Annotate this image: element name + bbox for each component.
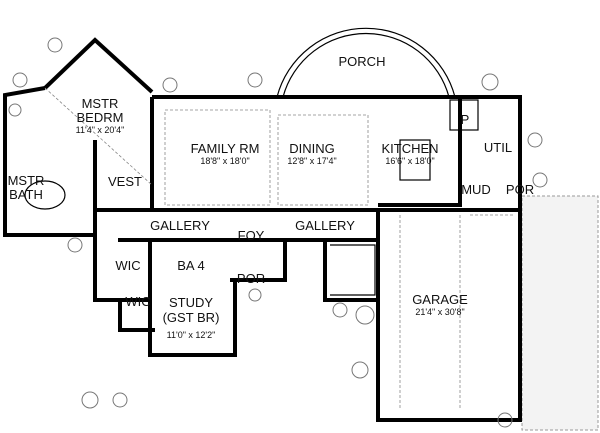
room-label-master-bath-2: BATH xyxy=(9,187,43,202)
room-label-master-bath: MSTR xyxy=(8,173,45,188)
room-label-front-porch: POR xyxy=(237,271,265,286)
room-label-rear-porch: POR xyxy=(506,182,534,197)
porch-arc xyxy=(276,27,456,98)
room-label-study-2: (GST BR) xyxy=(163,310,220,325)
room-label-kitchen: KITCHEN xyxy=(381,141,438,156)
room-label-master-bedroom: MSTR xyxy=(82,96,119,111)
room-size-dining: 12'8" x 17'4" xyxy=(287,156,336,166)
interior-details xyxy=(24,87,515,410)
room-label-family-room: FAMILY RM xyxy=(191,141,260,156)
room-label-vestibule: VEST xyxy=(108,174,142,189)
room-label-mud: MUD xyxy=(461,182,491,197)
room-label-garage: GARAGE xyxy=(412,292,468,307)
room-size-study: 11'0" x 12'2" xyxy=(167,330,216,340)
room-label-master-bedroom-2: BEDRM xyxy=(77,110,124,125)
room-label-gallery-left: GALLERY xyxy=(150,218,210,233)
landscape-shrubs xyxy=(8,37,548,428)
room-label-dining: DINING xyxy=(289,141,335,156)
room-label-porch: PORCH xyxy=(339,54,386,69)
room-label-study: STUDY xyxy=(169,295,213,310)
room-label-wic-1: WIC xyxy=(115,258,140,273)
room-label-utility: UTIL xyxy=(484,140,512,155)
room-size-master-bedroom: 11'4" x 20'4" xyxy=(76,125,125,135)
room-label-pantry: P xyxy=(461,112,470,127)
room-label-gallery-right: GALLERY xyxy=(295,218,355,233)
room-label-foyer: FOY xyxy=(238,228,265,243)
patio-area xyxy=(521,195,599,431)
room-size-family-room: 18'8" x 18'0" xyxy=(200,156,249,166)
walls xyxy=(3,37,522,422)
room-label-wic-2: WIC xyxy=(125,294,150,309)
room-label-bath-4: BA 4 xyxy=(177,258,204,273)
room-size-kitchen: 16'6" x 18'0" xyxy=(385,156,434,166)
room-size-garage: 21'4" x 30'8" xyxy=(415,307,464,317)
